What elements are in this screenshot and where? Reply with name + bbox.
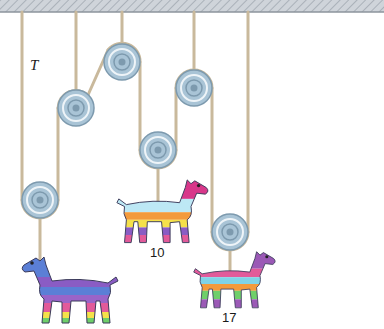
mass-label: 10 bbox=[150, 246, 164, 259]
rope bbox=[22, 12, 248, 282]
tension-label: T bbox=[30, 58, 38, 73]
pinata bbox=[192, 250, 277, 310]
pinata bbox=[20, 255, 120, 325]
mass-label: 17 bbox=[222, 311, 236, 324]
pinata bbox=[115, 178, 210, 245]
ceiling bbox=[0, 0, 384, 12]
pulley-wheels bbox=[22, 44, 248, 250]
